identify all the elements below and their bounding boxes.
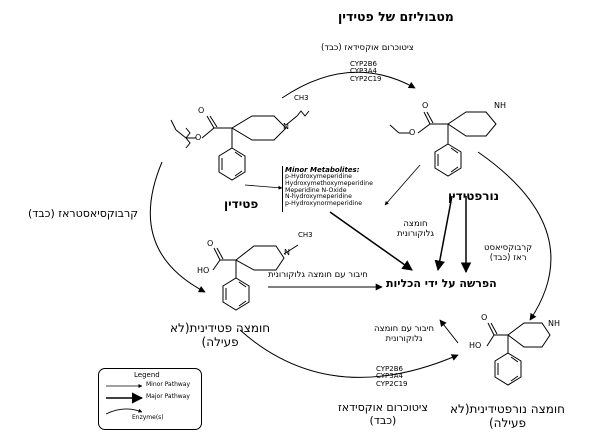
right-enzyme-label: קרבוקסיאסט ראז (כבד) — [484, 243, 533, 264]
right-enzyme-line: קרבוקסיאסט — [484, 243, 533, 253]
left-enzyme-label: קרבוקסיאסטראז (כבד) — [28, 207, 139, 220]
bottom-enzyme-label: ציטוכרום אוקסידאז (כבד) — [338, 401, 428, 427]
minor-arrow-from-pethidine — [244, 184, 283, 190]
cyp-item: CYP2C19 — [350, 74, 382, 83]
atom-nh: NH — [494, 101, 506, 110]
bottom-enzyme-line: ציטוכרום אוקסידאז — [338, 401, 428, 414]
minor-metabolite-item: Meperidine N-Oxide — [285, 186, 347, 194]
compound-pethidinic-acid: חומצה פטידינית(לא פעילה) — [170, 321, 271, 350]
top-enzyme-label: ציטוכרום אוקסידאז (כבד) — [321, 43, 414, 53]
atom-n: N — [283, 122, 289, 131]
legend-symbols — [105, 384, 144, 415]
pethidinic-acid-structure — [212, 244, 299, 311]
minor-metabolites-box: Minor Metabolites: p-Hydroxymeperidine H… — [282, 166, 387, 212]
minor-metabolite-item: p-Hydroxynormeperidine — [285, 200, 363, 208]
compound-pethidine: פטידין — [224, 197, 259, 211]
conjugation-line: גלוקורונית — [385, 333, 423, 344]
compound-line: חומצה פטידינית(לא — [170, 321, 271, 335]
atom-o: O — [195, 133, 202, 142]
bottom-arc-arrow — [239, 329, 459, 378]
atom-ho: HO — [197, 266, 210, 275]
cyp-item: CYP3A4 — [376, 372, 403, 381]
pethidine-structure — [170, 110, 310, 181]
norpethidinic-acid-structure — [486, 322, 551, 386]
atom-o: O — [481, 313, 488, 322]
atom-nh: NH — [548, 319, 560, 328]
right-enzyme-line: ראז (כבד) — [489, 252, 527, 263]
minor-metabolites-title: Minor Metabolites: — [285, 166, 360, 174]
norpethidine-structure — [389, 111, 497, 177]
top-arc-arrow — [281, 71, 416, 99]
minor-metabolite-item: p-Hydroxymeperidine — [285, 173, 352, 180]
compound-line: פעילה) — [201, 334, 239, 349]
atom-ch3: CH3 — [294, 94, 309, 102]
diagram-title: מטבוליזם של פטידין — [338, 9, 454, 24]
cyp-item: CYP2B6 — [350, 60, 377, 68]
cyp-item: CYP3A4 — [350, 67, 377, 76]
minor-arrow-from-norpethidine — [384, 164, 421, 206]
atom-o: O — [207, 239, 214, 248]
legend-enzyme: Enzyme(s) — [132, 414, 164, 421]
compound-line: פעילה) — [488, 415, 526, 430]
left-arc-arrow — [149, 161, 206, 293]
glucuronic-conjugation-bottom: חיבור עם חומצה גלוקורונית — [374, 324, 435, 345]
minor-metabolite-item: Hydroxymethoxymeperidine — [285, 179, 373, 187]
atom-o: O — [409, 128, 416, 137]
bottom-cyp-list: CYP2B6 CYP3A4 CYP2C19 — [376, 365, 408, 388]
bottom-enzyme-line: (כבד) — [369, 413, 397, 427]
renal-excretion-label: הפרשה על ידי הכליות — [386, 277, 497, 290]
legend-minor: Minor Pathway — [146, 381, 191, 388]
minor-metabolite-item: N-hydroxymeperidine — [285, 193, 352, 201]
major-arrow-from-norpethidine — [434, 195, 453, 272]
cyp-item: CYP2B6 — [376, 365, 403, 373]
glucuronic-conjugation-top: חיבור עם חומצה גלוקורונית — [268, 270, 368, 280]
arrow-norpethidinic-acid-to-excretion — [439, 319, 459, 344]
right-arc-arrow — [477, 151, 552, 321]
atom-n: N — [284, 248, 290, 257]
cyp-item: CYP2C19 — [376, 379, 408, 388]
legend-major: Major Pathway — [146, 393, 190, 400]
glucuronic-label-short: חומצה גלוקורונית — [397, 219, 435, 240]
major-arrow-from-pethidine — [329, 211, 413, 271]
legend-box — [98, 368, 202, 430]
atom-o: O — [422, 101, 429, 110]
atom-ch3: CH3 — [298, 231, 313, 239]
atom-o: O — [198, 106, 205, 115]
top-cyp-list: CYP2B6 CYP3A4 CYP2C19 — [350, 60, 382, 83]
conjugation-line: חיבור עם חומצה — [374, 324, 435, 334]
glucuronic-line: גלוקורונית — [397, 228, 435, 239]
compound-norpethidinic-acid: חומצה נורפטידינית(לא פעילה) — [450, 402, 565, 431]
glucuronic-line: חומצה — [403, 219, 428, 229]
atom-ho: HO — [469, 341, 482, 350]
legend-title: Legend — [134, 371, 160, 379]
compound-line: חומצה נורפטידינית(לא — [450, 402, 565, 416]
compound-norpethidine: נורפטידין — [448, 189, 500, 203]
